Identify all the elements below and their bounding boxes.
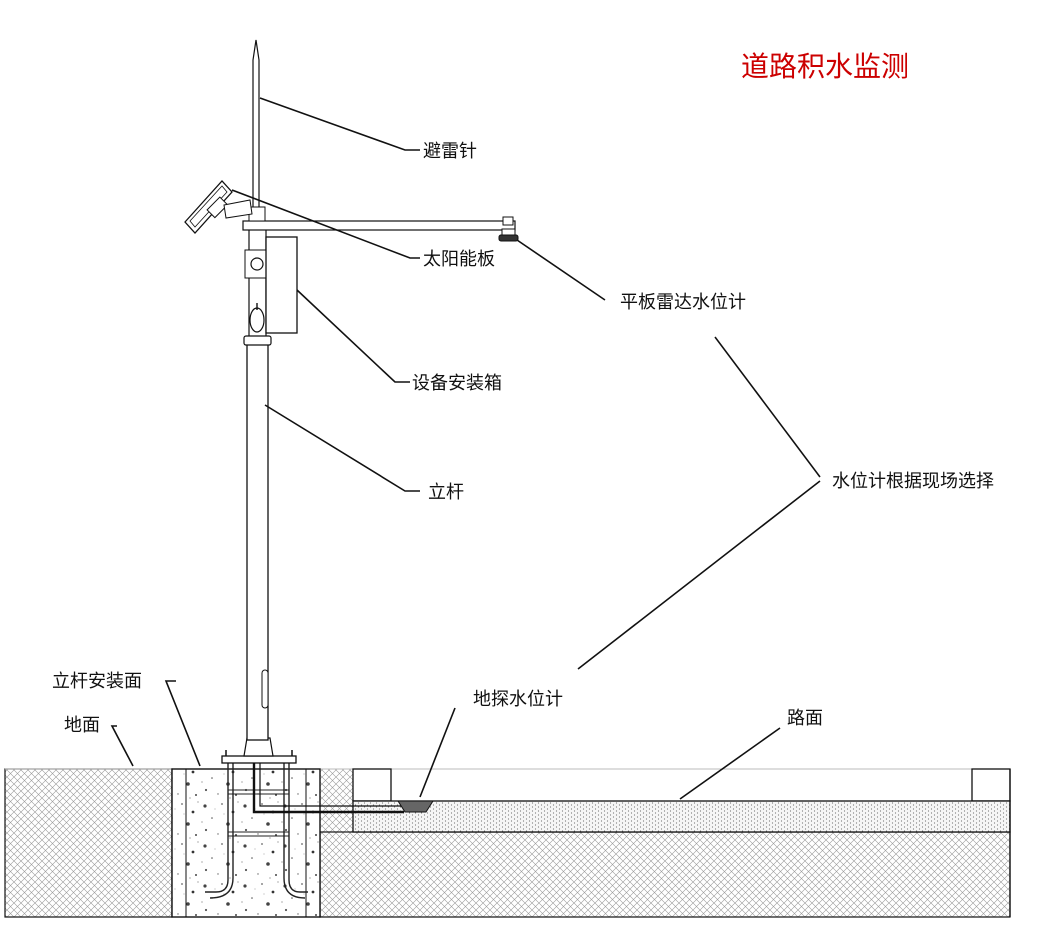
label-equipment-box: 设备安装箱	[412, 373, 502, 394]
label-ground-probe-gauge: 地探水位计	[473, 689, 563, 710]
label-lightning-rod: 避雷针	[423, 141, 477, 162]
diagram-title: 道路积水监测	[741, 50, 909, 83]
label-gauge-choice: 水位计根据现场选择	[832, 471, 994, 492]
leader-lines	[110, 97, 821, 800]
ground-section	[4, 768, 1011, 918]
label-pole-mount-surface: 立杆安装面	[52, 671, 142, 692]
solar-panel	[184, 180, 253, 234]
lightning-rod	[252, 39, 260, 223]
label-road-surface: 路面	[787, 708, 823, 729]
label-solar-panel: 太阳能板	[423, 249, 495, 270]
label-radar-gauge: 平板雷达水位计	[620, 292, 746, 313]
ground-probe-gauge	[397, 800, 434, 813]
equipment-box	[265, 236, 298, 334]
pole-foundation	[171, 750, 404, 918]
label-pole: 立杆	[428, 482, 464, 503]
radar-arm	[242, 206, 519, 242]
label-ground: 地面	[64, 715, 100, 736]
